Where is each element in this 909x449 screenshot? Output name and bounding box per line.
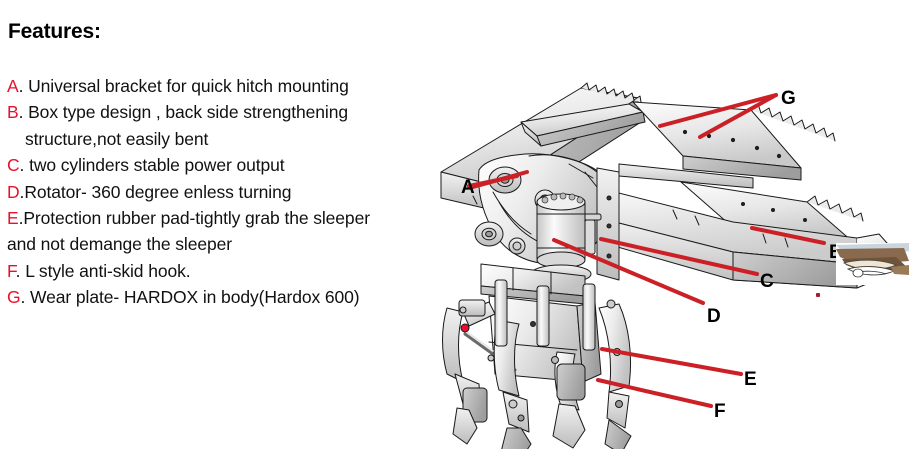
list-item: A. Universal bracket for quick hitch mou…	[7, 73, 453, 99]
cylinders	[494, 279, 596, 351]
features-panel: Features: A. Universal bracket for quick…	[7, 20, 453, 311]
hook-center	[552, 403, 586, 449]
photo-fragment	[836, 243, 909, 285]
feature-text-e-continuation: and not demange the sleeper	[7, 234, 232, 255]
features-list: A. Universal bracket for quick hitch mou…	[7, 73, 453, 311]
feature-sep-d: .	[19, 181, 25, 202]
feature-letter-a: A	[7, 76, 19, 96]
feature-letter-c: C	[7, 155, 20, 176]
feature-sep-f: .	[15, 260, 26, 281]
feature-sep-a: .	[18, 76, 29, 96]
grapple-arm-center	[551, 351, 586, 449]
grapple-arm-left	[442, 299, 518, 445]
hook-right	[604, 419, 632, 449]
artifact-dot	[816, 293, 820, 297]
feature-sep-b: .	[18, 102, 29, 123]
hook-left	[452, 407, 478, 445]
feature-letter-d: D	[7, 181, 20, 202]
feature-letter-b: B	[7, 102, 19, 123]
feature-letter-g: G	[7, 287, 21, 308]
callout-label-c: C	[760, 271, 774, 292]
feature-text-f: L style anti-skid hook.	[25, 260, 191, 281]
hook-left-2	[501, 427, 532, 449]
list-item: E.Protection rubber pad-tightly grab the…	[7, 205, 453, 231]
grapple-arm-right	[598, 299, 632, 449]
feature-text-b-continuation: structure,not easily bent	[25, 128, 209, 149]
rubber-pad-center	[556, 363, 586, 401]
callout-label-a: A	[461, 177, 475, 198]
list-item: D.Rotator- 360 degree enless turning	[7, 179, 453, 205]
feature-letter-e: E	[7, 208, 19, 229]
feature-text-a: Universal bracket for quick hitch mounti…	[28, 76, 349, 96]
callout-label-g: G	[781, 88, 796, 109]
list-item: B. Box type design , back side strengthe…	[7, 99, 453, 125]
callout-label-f: F	[714, 401, 726, 422]
list-item: C. two cylinders stable power output	[7, 152, 453, 178]
callout-label-e: E	[744, 369, 757, 390]
feature-sep-c: .	[19, 155, 30, 176]
list-item: F. L style anti-skid hook.	[7, 258, 453, 284]
list-item: G. Wear plate- HARDOX in body(Hardox 600…	[7, 284, 453, 310]
page-title: Features:	[8, 20, 101, 43]
feature-text-b: Box type design , back side strengthenin…	[28, 102, 348, 123]
feature-text-e: Protection rubber pad-tightly grab the s…	[23, 208, 370, 229]
serration-rear	[580, 82, 642, 103]
feature-sep-g: .	[20, 287, 31, 308]
feature-text-d: Rotator- 360 degree enless turning	[24, 181, 292, 202]
feature-letter-f: F	[7, 260, 16, 281]
feature-sep-e: .	[18, 208, 24, 229]
callout-label-d: D	[707, 306, 721, 327]
feature-text-g: Wear plate- HARDOX in body(Hardox 600)	[30, 287, 360, 308]
feature-text-c: two cylinders stable power output	[29, 155, 285, 176]
